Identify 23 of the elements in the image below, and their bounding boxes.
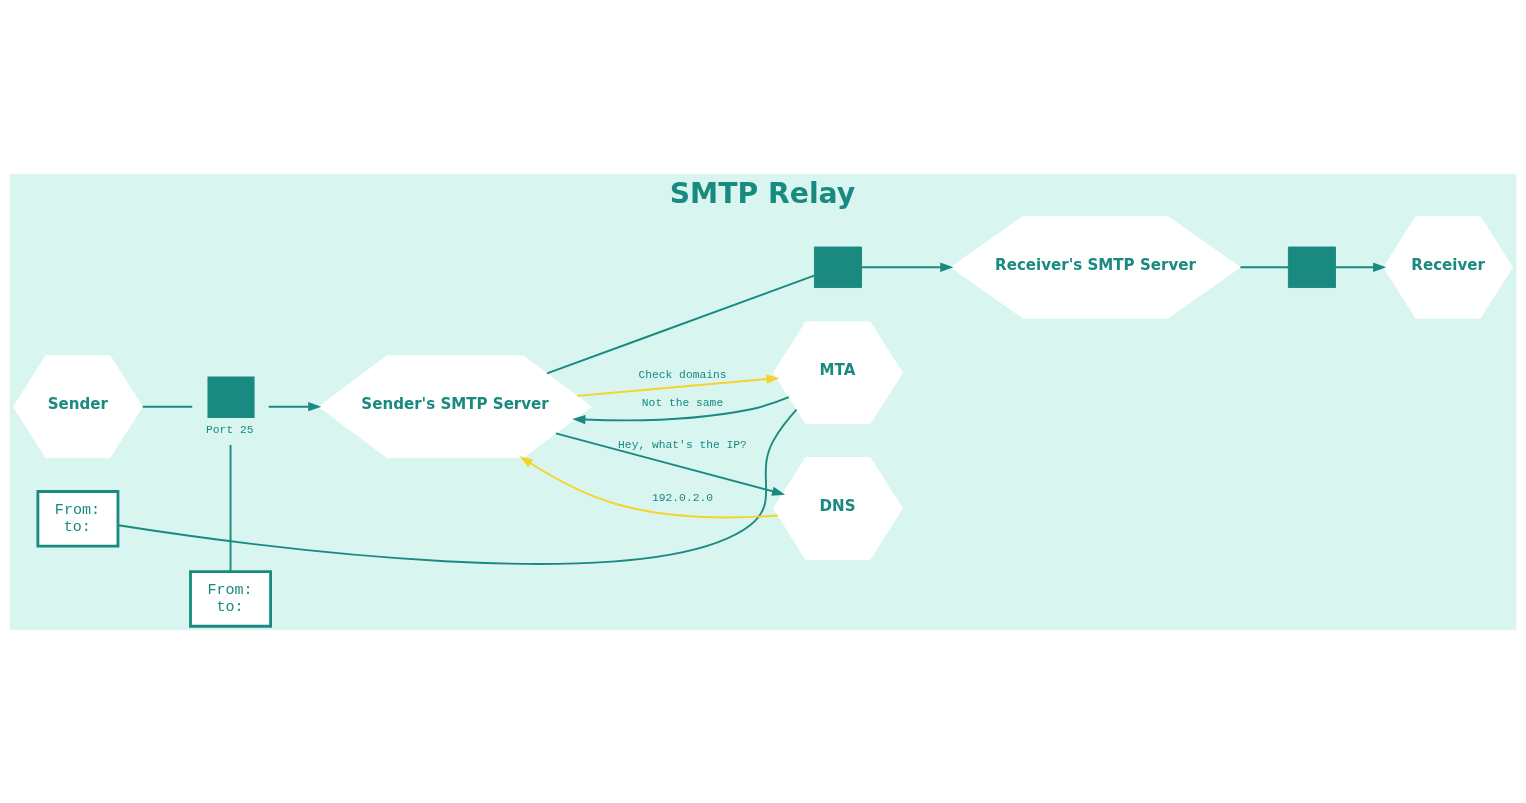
arrow <box>554 431 786 496</box>
edge-label: Not the same <box>641 396 724 409</box>
arrow <box>572 395 790 424</box>
node-box <box>207 376 255 418</box>
node-box: From: to: <box>36 489 120 548</box>
node-box: From: to: <box>189 569 272 628</box>
connector <box>546 274 816 374</box>
arrow <box>576 373 780 397</box>
edge-label: 192.0.2.0 <box>652 491 714 504</box>
connector <box>117 408 798 565</box>
node-label: Port 25 <box>206 423 254 436</box>
node-box <box>813 246 862 288</box>
arrow <box>860 262 954 272</box>
node-box <box>1287 246 1336 288</box>
diagram-title: SMTP Relay <box>669 176 856 210</box>
connector <box>141 405 194 408</box>
connector <box>229 443 232 572</box>
edge-label: Check domains <box>638 368 727 381</box>
arrow <box>519 455 779 518</box>
arrow <box>267 401 322 411</box>
arrow <box>1334 262 1387 272</box>
connector <box>1239 265 1290 268</box>
edge-label: Hey, what's the IP? <box>618 438 747 451</box>
